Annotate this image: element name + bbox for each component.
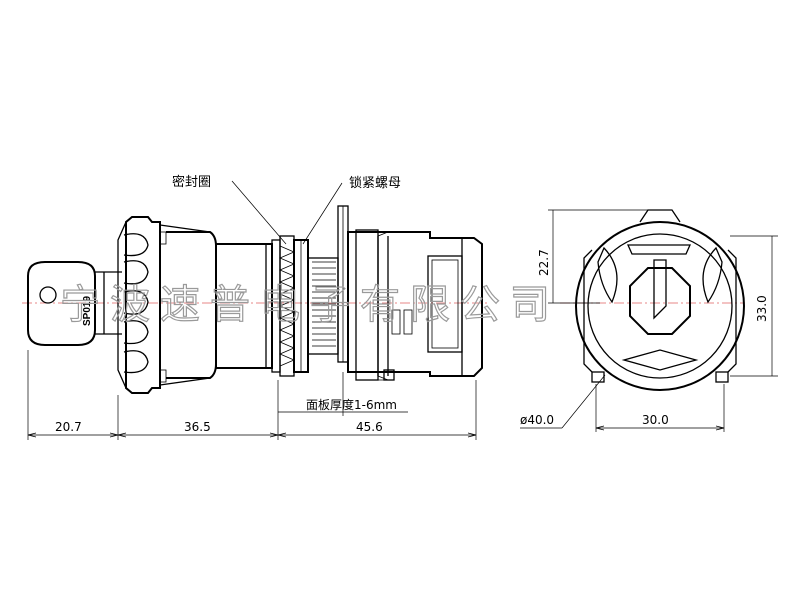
front-right-bracket — [727, 249, 737, 373]
front-outer-ring — [575, 221, 745, 391]
seal-ring-label: 密封圈 — [172, 174, 211, 190]
panel-thickness-label: 面板厚度1-6mm — [306, 397, 397, 412]
grip-lobe-left — [597, 246, 618, 304]
front-view: 22.7 33.0 ø40.0 30.0 — [520, 209, 778, 432]
grip-lobe-right — [702, 246, 723, 304]
front-left-bracket — [583, 249, 593, 373]
grip-lobe-top — [626, 244, 692, 255]
knurled-head — [117, 216, 211, 394]
panel-thickness-dim — [278, 372, 408, 416]
lock-nut-label: 锁紧螺母 — [349, 175, 401, 191]
key-marking: SP019 — [82, 296, 93, 326]
extension-lines — [27, 350, 477, 440]
diameter-leader — [561, 374, 606, 429]
front-top-tab — [639, 209, 681, 223]
company-watermark: 宁波速普电子有限公司 — [60, 282, 560, 328]
dim-key-length: 20.7 — [55, 420, 82, 434]
bottom-dims — [27, 432, 477, 438]
dim-body-length: 45.6 — [356, 420, 383, 434]
grip-lobe-bottom — [621, 349, 699, 371]
dim-diameter: ø40.0 — [520, 413, 554, 427]
dim-height-total: 33.0 — [755, 295, 769, 322]
leaders — [231, 180, 343, 245]
side-view: SP019 — [22, 174, 490, 440]
front-inner-ring — [587, 233, 733, 379]
dim-width: 30.0 — [642, 413, 669, 427]
contact-block — [347, 229, 483, 381]
key-slot-icon — [653, 259, 667, 320]
dim-head-length: 36.5 — [184, 420, 211, 434]
dim-height-upper: 22.7 — [537, 249, 551, 276]
key: SP019 — [27, 261, 122, 346]
key-lock-octagon — [629, 267, 691, 335]
